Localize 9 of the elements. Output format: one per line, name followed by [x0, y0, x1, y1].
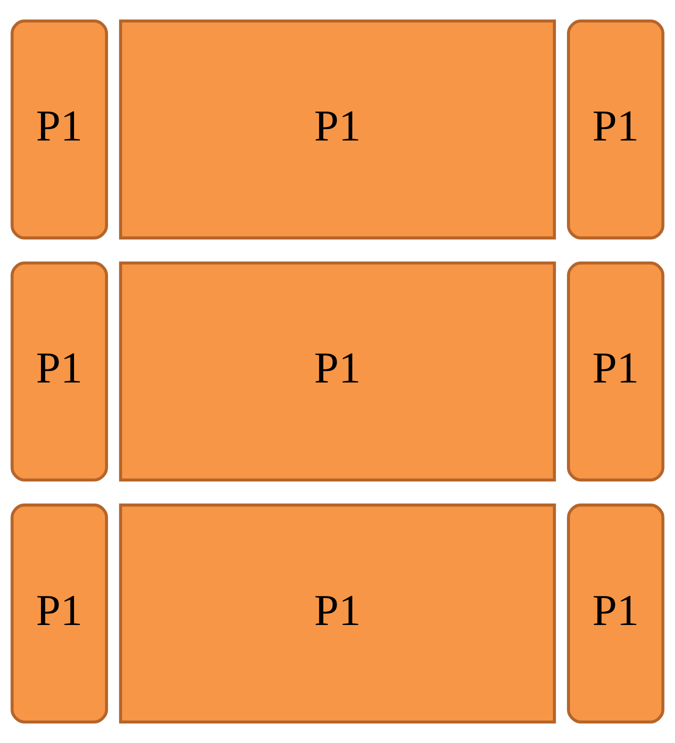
- node-box: P1: [566, 20, 664, 240]
- node-box: P1: [10, 504, 108, 724]
- node-box: P1: [119, 262, 556, 482]
- node-box: P1: [119, 504, 556, 724]
- node-box: P1: [119, 20, 556, 240]
- node-box: P1: [566, 262, 664, 482]
- node-box: P1: [566, 504, 664, 724]
- node-box: P1: [10, 20, 108, 240]
- node-box: P1: [10, 262, 108, 482]
